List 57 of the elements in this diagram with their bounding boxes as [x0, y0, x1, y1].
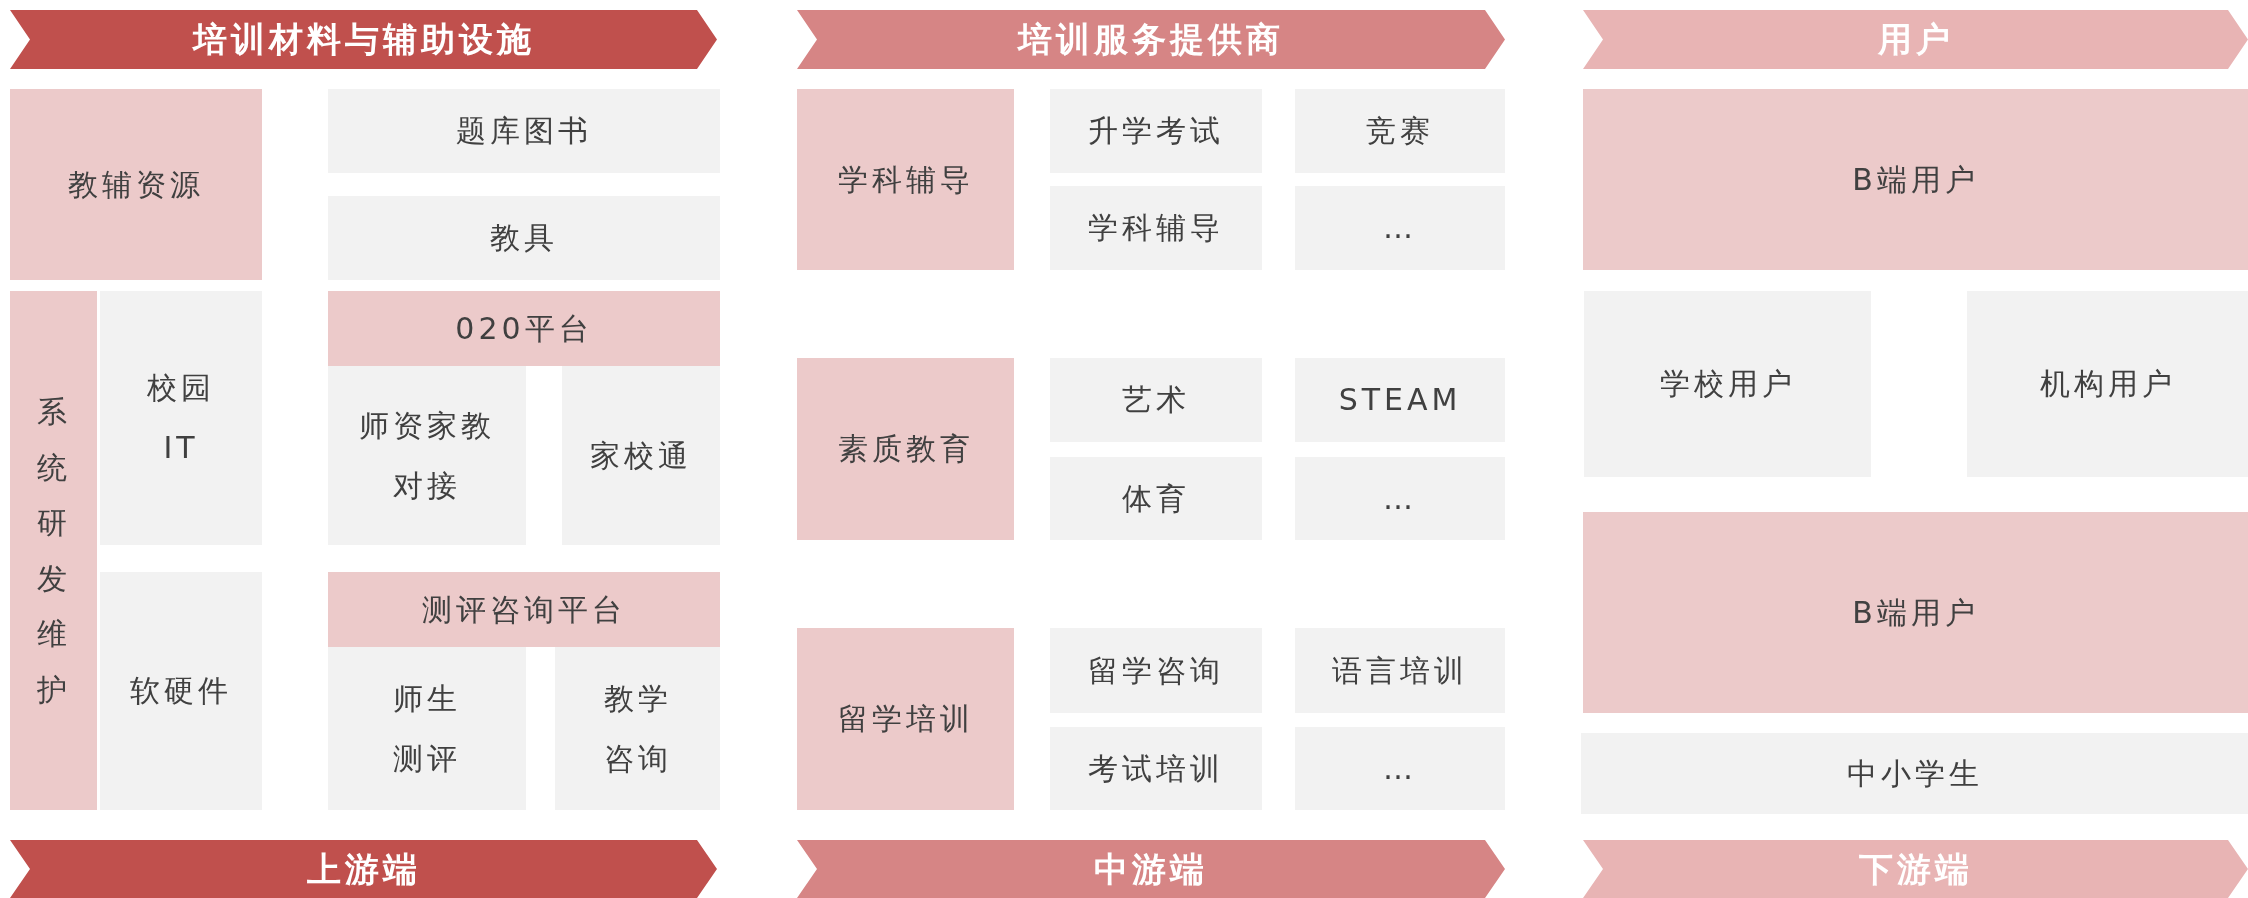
section-banner	[10, 10, 717, 69]
category-box	[1583, 89, 2248, 270]
box-label: 家校通	[590, 436, 692, 475]
box-label: 留学培训	[837, 700, 974, 738]
box-label: 测评咨询平台	[422, 590, 626, 629]
box-label: 体育	[1122, 479, 1190, 518]
box-label: 题库图书	[456, 112, 592, 150]
section-banner	[1583, 840, 2248, 898]
box-label: 020平台	[455, 309, 593, 348]
box-label: 留学咨询	[1088, 651, 1224, 690]
box-label: 下游端	[1858, 848, 1973, 890]
box-label: 用户	[1877, 19, 1954, 60]
box-label: 上游端	[306, 848, 421, 890]
category-box	[328, 291, 720, 366]
box-label: 教辅资源	[68, 165, 204, 204]
section-banner	[797, 10, 1505, 69]
box-label: B端用户	[1852, 160, 1979, 199]
box-label: 系统研发维护	[35, 393, 72, 709]
category-box	[797, 89, 1014, 270]
item-box	[562, 366, 720, 545]
box-label: 学科辅导	[837, 160, 974, 199]
box-label: 学科辅导	[1088, 209, 1224, 247]
box-label: …	[1383, 209, 1417, 247]
box-label: 师生测评	[392, 679, 462, 778]
box-label: …	[1383, 479, 1417, 518]
item-box	[555, 647, 720, 810]
box-label: 机构用户	[2039, 365, 2176, 403]
box-label: 考试培训	[1088, 749, 1224, 788]
category-box	[797, 628, 1014, 810]
box-label: 艺术	[1122, 381, 1190, 419]
box-label: 师资家教对接	[358, 406, 496, 505]
box-label: 培训材料与辅助设施	[192, 19, 535, 60]
box-label: 培训服务提供商	[1018, 19, 1284, 60]
box-label: 教具	[490, 219, 558, 257]
box-label: 校园 IT	[146, 369, 216, 467]
item-box	[328, 366, 526, 545]
section-banner	[10, 840, 717, 898]
box-label: 中小学生	[1846, 754, 1983, 793]
box-label: 素质教育	[837, 430, 974, 468]
category-box	[10, 89, 262, 280]
box-label: 升学考试	[1088, 112, 1224, 150]
item-box	[328, 647, 526, 810]
box-label: 中游端	[1094, 848, 1208, 890]
box-label: STEAM	[1338, 381, 1462, 419]
category-box	[797, 358, 1014, 540]
box-label: …	[1383, 749, 1417, 788]
category-box	[10, 291, 97, 810]
category-box	[328, 572, 720, 647]
section-banner	[1583, 10, 2248, 69]
box-label: 学校用户	[1659, 365, 1796, 403]
box-label: 教学咨询	[602, 679, 673, 778]
box-label: 竞赛	[1366, 112, 1434, 150]
box-label: 软硬件	[130, 672, 232, 710]
section-banner	[797, 840, 1505, 898]
box-label: B端用户	[1852, 593, 1979, 632]
category-box	[1583, 512, 2248, 713]
box-label: 语言培训	[1332, 651, 1468, 690]
